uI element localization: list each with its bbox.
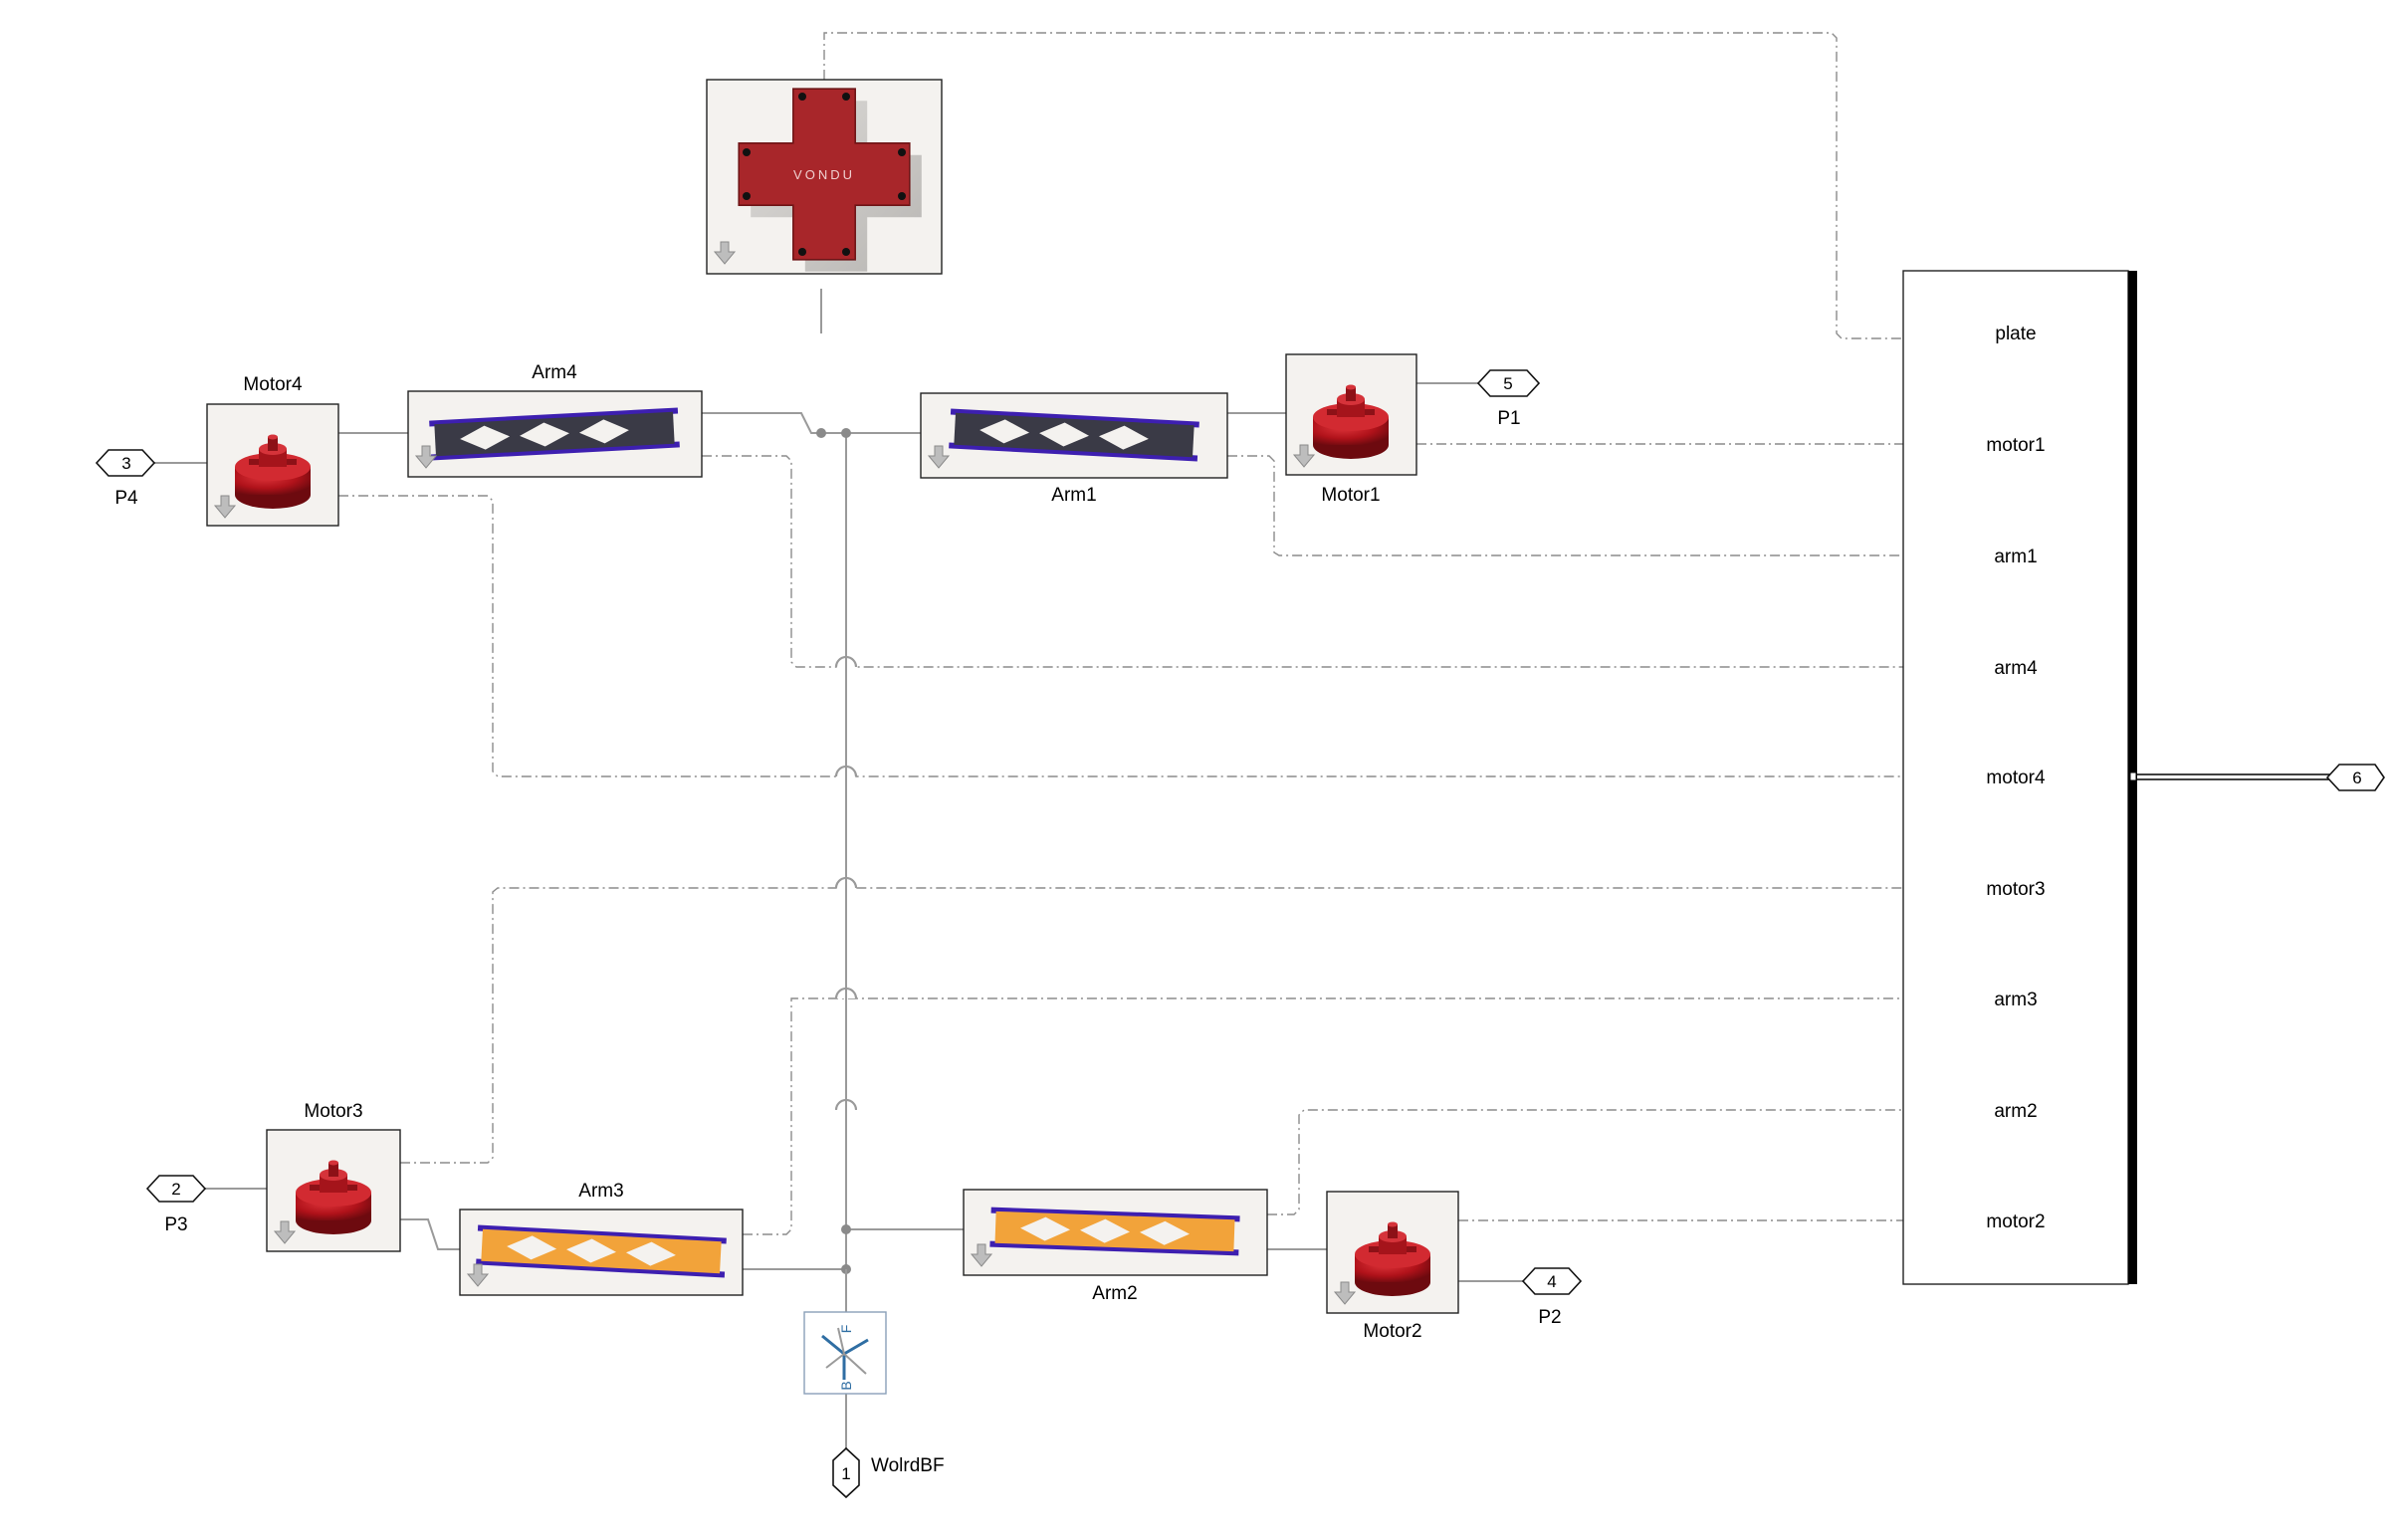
frame-block[interactable]: F B (803, 1311, 887, 1395)
arm1-block[interactable]: Arm1 (920, 392, 1228, 506)
port-world-bf[interactable]: 1 WolrdBF (832, 1446, 945, 1499)
motor4-label: Motor4 (243, 374, 303, 395)
motor1-block[interactable]: Motor1 (1285, 353, 1417, 506)
bus-input-label: motor2 (1986, 1211, 2045, 1232)
arm4-label: Arm4 (532, 362, 577, 383)
port-number: 4 (1547, 1272, 1556, 1291)
frame-port-f-label: F (838, 1325, 854, 1334)
frame-port-b-label: B (838, 1381, 854, 1390)
arm2-signal-line[interactable] (1267, 1109, 1903, 1215)
physical-connections (149, 289, 1523, 1448)
bus-input-label: arm3 (1994, 990, 2037, 1010)
port-p2[interactable]: 4 P2 (1521, 1267, 1583, 1328)
port-label: WolrdBF (871, 1455, 945, 1476)
arm4-block[interactable]: Arm4 (407, 362, 703, 478)
bus-input-label: arm2 (1994, 1101, 2037, 1122)
port-number: 6 (2352, 769, 2361, 787)
port-label: P2 (1538, 1307, 1561, 1328)
bus-creator-block[interactable]: plate motor1 arm1 arm4 motor4 motor3 arm… (1902, 270, 2137, 1285)
port-p4[interactable]: 3 P4 (95, 449, 156, 509)
junction-dot (841, 1224, 851, 1234)
port-p3[interactable]: 2 P3 (145, 1175, 207, 1235)
port-number: 5 (1503, 374, 1512, 393)
junction-dot (841, 428, 851, 438)
port-number: 3 (121, 454, 130, 473)
plate-logo: VONDU (793, 167, 855, 182)
junction-dot (816, 428, 826, 438)
port-number: 1 (841, 1464, 850, 1483)
port-number: 2 (171, 1180, 180, 1199)
plate-block[interactable]: VONDU (706, 79, 943, 275)
arm1-label: Arm1 (1051, 485, 1096, 506)
port-p1[interactable]: 5 P1 (1476, 369, 1541, 429)
bus-input-label: motor3 (1986, 879, 2045, 900)
arm1-signal-line[interactable] (1227, 455, 1903, 556)
port-out[interactable]: 6 (2325, 764, 2385, 791)
motor3-label: Motor3 (304, 1101, 362, 1122)
motor1-label: Motor1 (1321, 485, 1380, 506)
bus-input-label: arm1 (1994, 547, 2037, 567)
plate-signal-line[interactable] (823, 32, 1903, 339)
motor2-block[interactable]: Motor2 (1326, 1191, 1459, 1342)
motor4-block[interactable]: Motor4 (206, 374, 339, 527)
bus-output-line[interactable] (2137, 773, 2335, 780)
port-label: P3 (164, 1214, 187, 1235)
motor4-signal-line[interactable] (338, 495, 1903, 777)
frame-axes-icon (821, 1327, 869, 1380)
arm4-arm1-connection[interactable] (702, 412, 921, 434)
arm3-label: Arm3 (578, 1181, 623, 1202)
motor3-block[interactable]: Motor3 (266, 1101, 401, 1252)
bus-input-label: arm4 (1994, 658, 2038, 679)
arm2-block[interactable]: Arm2 (963, 1189, 1268, 1304)
arm3-signal-line[interactable] (743, 997, 1903, 1235)
signal-lines (338, 32, 1903, 1235)
arm3-block[interactable]: Arm3 (459, 1181, 744, 1296)
bus-input-label: motor4 (1986, 768, 2046, 788)
motor3-signal-line[interactable] (400, 877, 1903, 1164)
port-label: P4 (114, 488, 138, 509)
bus-input-label: plate (1995, 324, 2036, 344)
motor3-arm3-connection[interactable] (400, 1218, 460, 1250)
bus-input-label: motor1 (1986, 435, 2045, 456)
motor2-label: Motor2 (1363, 1321, 1421, 1342)
port-label: P1 (1497, 408, 1520, 429)
arm2-label: Arm2 (1092, 1283, 1137, 1304)
arm4-signal-line[interactable] (702, 455, 1903, 668)
